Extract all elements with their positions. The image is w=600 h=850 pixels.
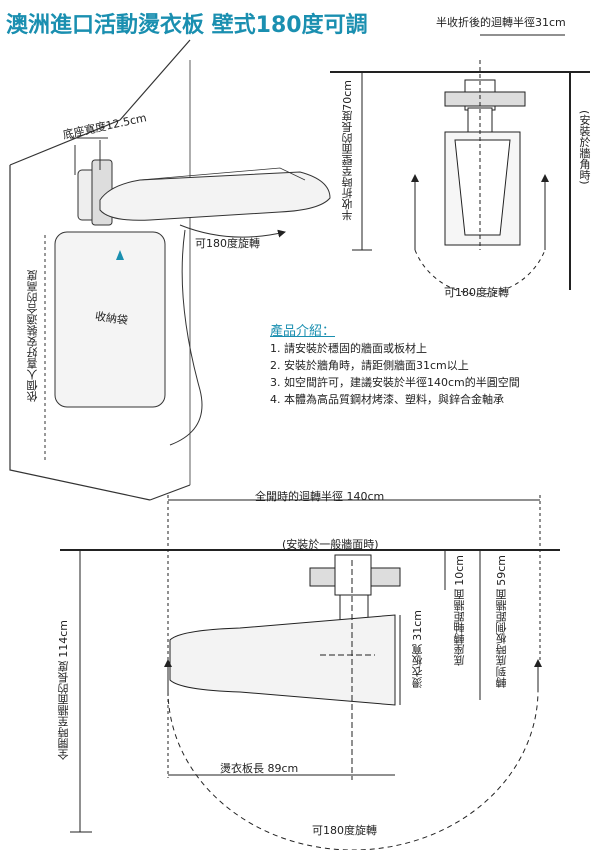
- base-axis-label: 底座轉軸距牆面 10cm: [453, 555, 466, 667]
- intro-item: 2. 安裝於牆角時，請距側牆面31cm以上: [270, 359, 469, 372]
- wall-install-label: (安裝於一般牆面時): [282, 538, 379, 551]
- wall-perspective: [9, 39, 191, 501]
- rotate-label-b: 可180度旋轉: [444, 286, 509, 299]
- half-fold-length-label: 半收折時至壁面的長度70cm: [341, 80, 354, 221]
- intro-heading: 產品介紹：: [270, 324, 336, 339]
- power-cord: [169, 229, 203, 446]
- corner-install-label: (安裝於牆角時): [578, 110, 591, 185]
- storage-bag: [54, 231, 166, 408]
- board-width-label: 燙衣板寬 31cm: [411, 610, 424, 689]
- ironing-board-top: [169, 614, 396, 706]
- board-length-label: 燙衣板長 89cm: [220, 762, 299, 775]
- page-title: 澳洲進口活動燙衣板 壁式180度可調: [6, 13, 368, 38]
- rotate-label-a: 可180度旋轉: [195, 237, 260, 250]
- corner-install-view: [330, 34, 590, 295]
- side-distance-label: 轉到底時板側距牆面 59cm: [495, 555, 508, 689]
- full-open-length-label: 全開時至牆面的長度 114cm: [57, 620, 70, 761]
- intro-item: 1. 請安裝於穩固的牆面或板材上: [270, 342, 427, 355]
- ironing-board-perspective: [99, 171, 331, 221]
- wall-install-view: [60, 495, 560, 850]
- intro-list: 1. 請安裝於穩固的牆面或板材上 2. 安裝於牆角時，請距側牆面31cm以上 3…: [270, 340, 520, 408]
- intro-item: 4. 本體為高品質鋼材烤漆、塑料，與鋅合金軸承: [270, 393, 504, 406]
- full-open-radius-label: 全開時的迴轉半徑 140cm: [255, 490, 385, 503]
- intro-item: 3. 如空間許可，建議安裝於半徑140cm的半圓空間: [270, 376, 520, 389]
- fold-radius-label: 半收折後的迴轉半徑31cm: [436, 16, 566, 29]
- height-note-label: 依個人喜好安裝適合的高度: [26, 270, 39, 402]
- rotate-label-c: 可180度旋轉: [312, 824, 377, 837]
- rotate-arc-a: [179, 224, 286, 238]
